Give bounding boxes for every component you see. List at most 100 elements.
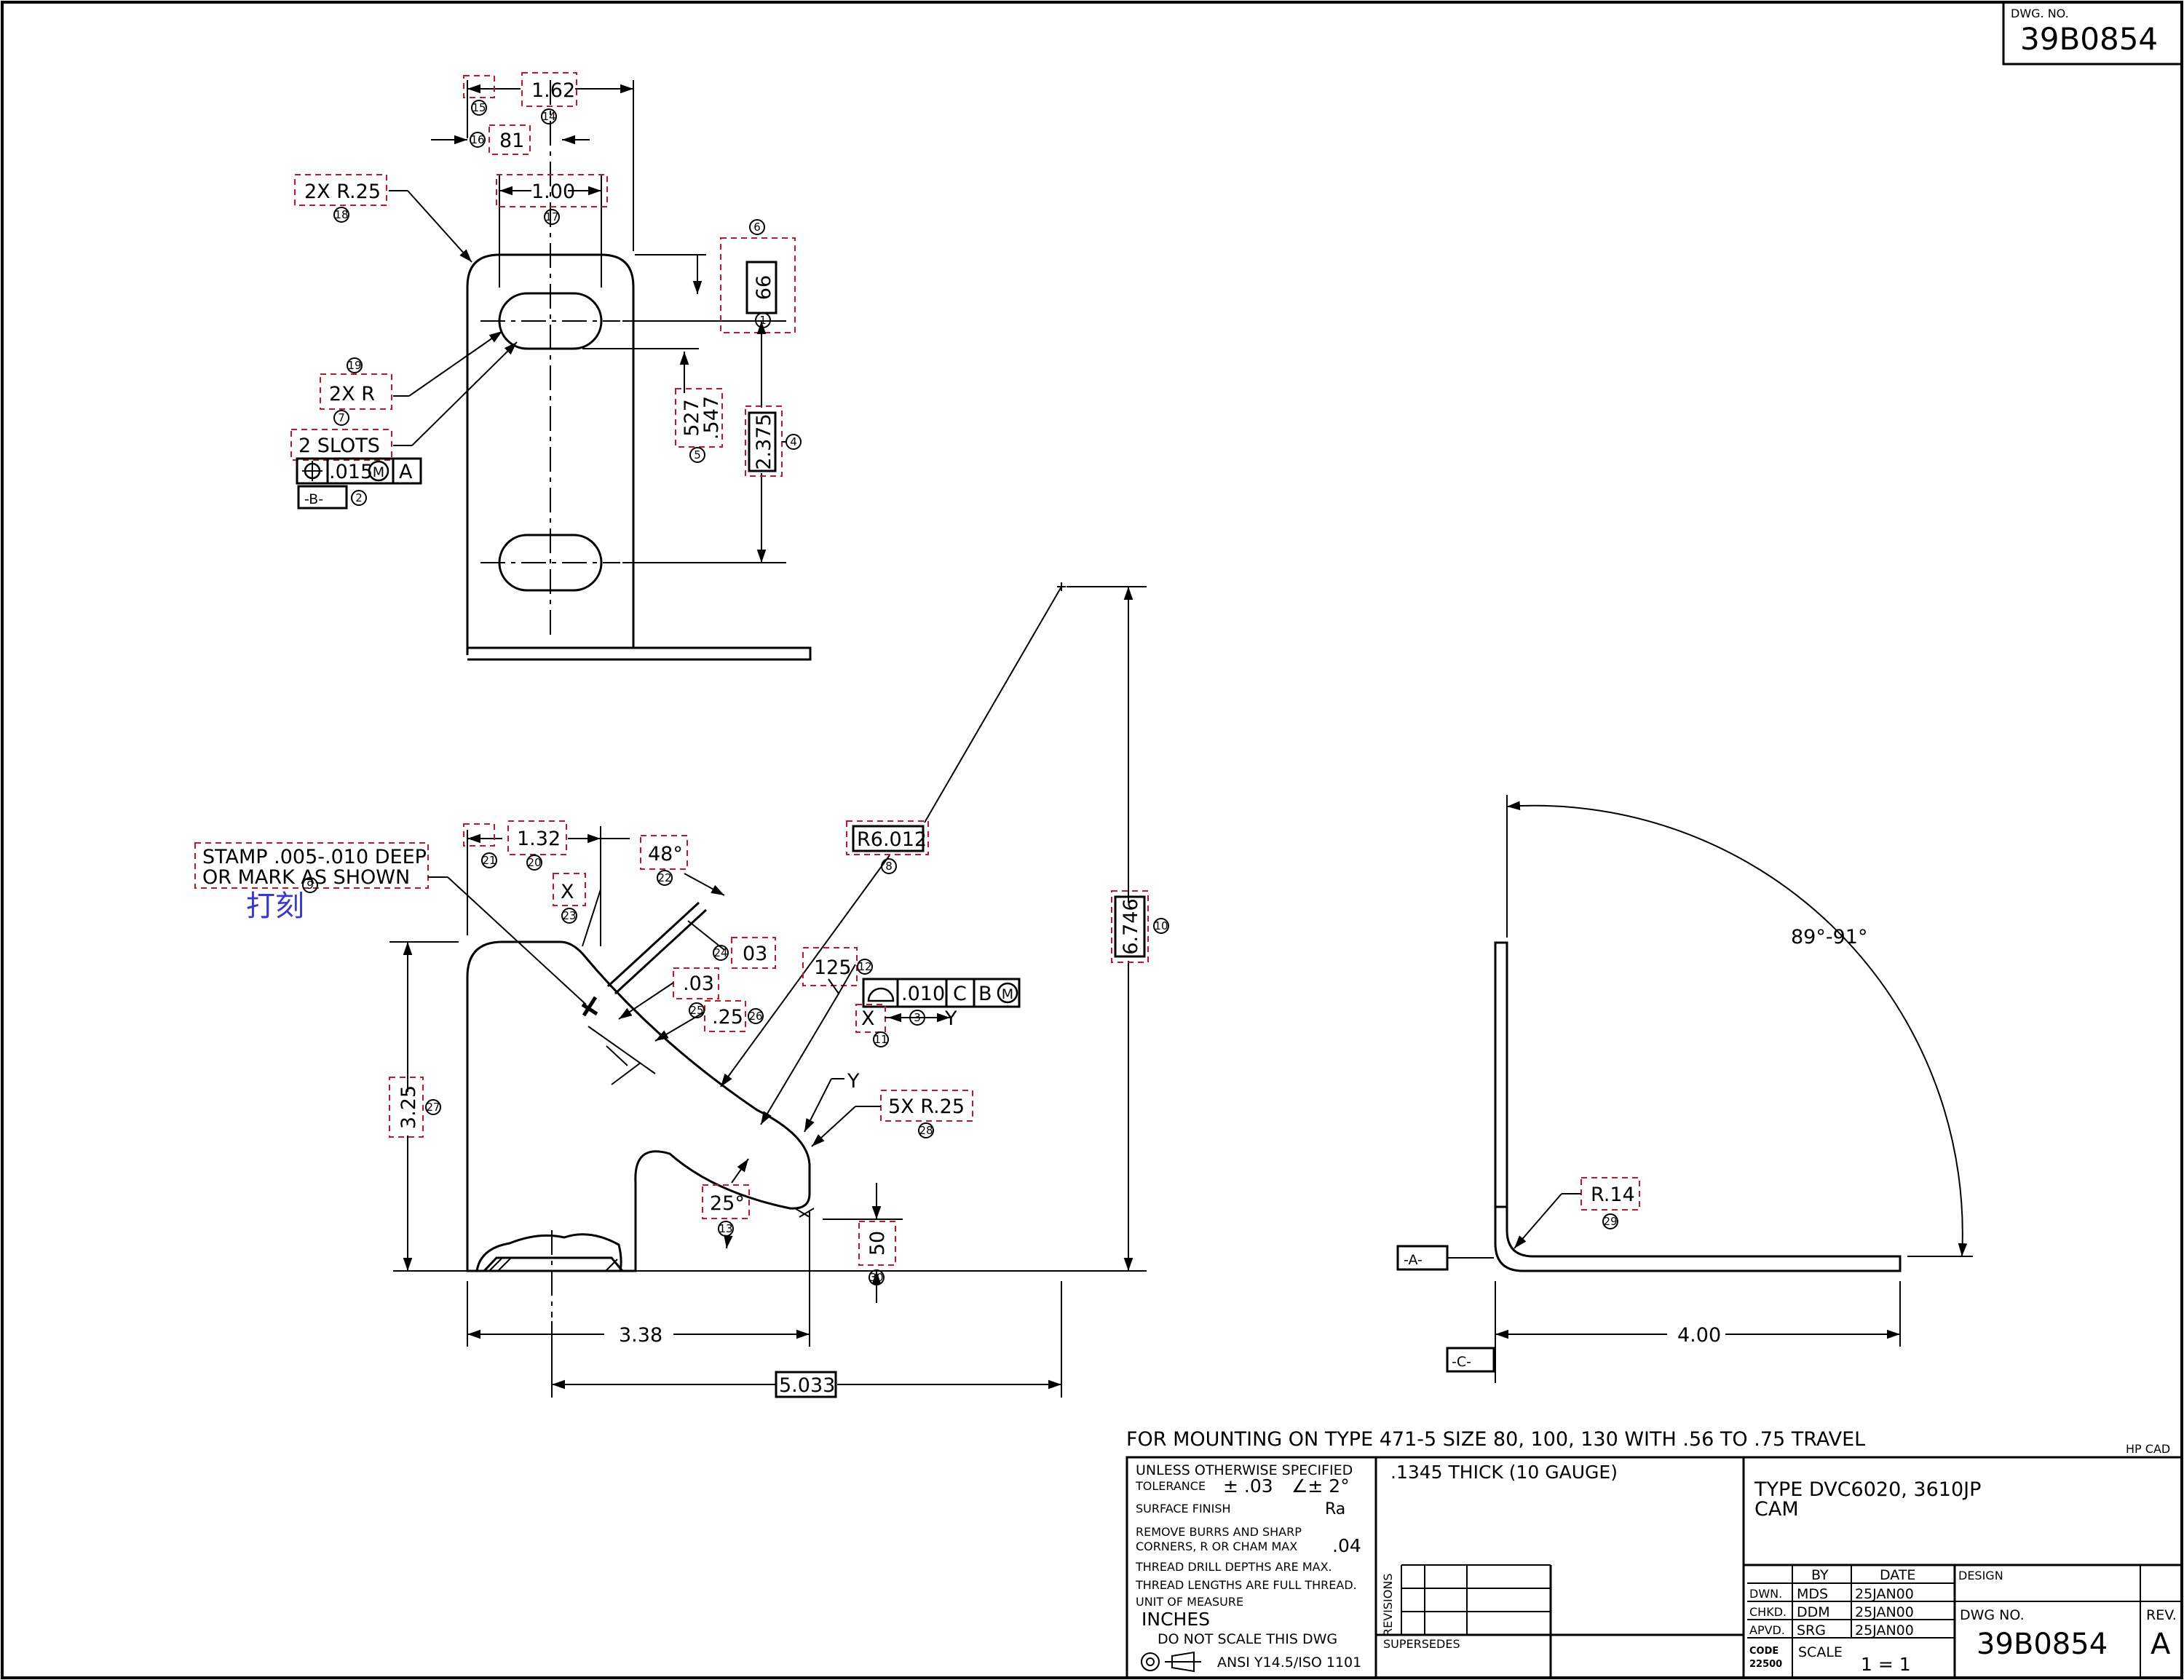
angle-48: 48° bbox=[648, 843, 683, 865]
datum-c: -C- bbox=[1452, 1354, 1471, 1370]
part-title-2: CAM bbox=[1754, 1498, 1799, 1521]
label-x-top: X bbox=[561, 881, 574, 903]
datum-b: -B- bbox=[304, 491, 323, 507]
cam-outline bbox=[466, 940, 811, 1272]
svg-text:26: 26 bbox=[748, 1010, 762, 1023]
svg-text:1: 1 bbox=[759, 314, 767, 327]
label-x: X bbox=[861, 1007, 875, 1030]
svg-text:TOLERANCE: TOLERANCE bbox=[1135, 1479, 1206, 1493]
svg-text:17: 17 bbox=[545, 210, 558, 223]
svg-text:10: 10 bbox=[1154, 919, 1168, 932]
dim-4-00: 4.00 bbox=[1677, 1324, 1721, 1347]
svg-text:25JAN00: 25JAN00 bbox=[1855, 1622, 1914, 1639]
svg-text:4: 4 bbox=[790, 435, 797, 448]
svg-text:5: 5 bbox=[694, 448, 701, 461]
svg-text:ANSI Y14.5/ISO 1101: ANSI Y14.5/ISO 1101 bbox=[1217, 1655, 1361, 1671]
dwg-box-label: DWG. NO. bbox=[2011, 7, 2069, 20]
svg-text:± .03: ± .03 bbox=[1223, 1475, 1273, 1497]
corner-radius-label: 2X R.25 bbox=[304, 181, 381, 203]
svg-text:MDS: MDS bbox=[1797, 1586, 1828, 1602]
stamp-note-line1: STAMP .005-.010 DEEP bbox=[202, 846, 427, 868]
svg-text:23: 23 bbox=[562, 909, 576, 922]
dim-03-right: 03 bbox=[743, 943, 767, 965]
dim-3-38: 3.38 bbox=[619, 1324, 662, 1347]
svg-text:REMOVE BURRS AND SHARP: REMOVE BURRS AND SHARP bbox=[1136, 1525, 1302, 1539]
svg-text:13: 13 bbox=[719, 1222, 732, 1235]
svg-text:18: 18 bbox=[334, 208, 348, 221]
svg-text:22500: 22500 bbox=[1749, 1659, 1782, 1670]
dim-66: 66 bbox=[753, 275, 775, 300]
profile-datum-b: B bbox=[978, 983, 992, 1005]
position-modifier: M bbox=[373, 464, 384, 480]
svg-text:CHKD.: CHKD. bbox=[1749, 1605, 1787, 1619]
hp-cad-label: HP CAD bbox=[2126, 1442, 2170, 1456]
svg-text:3: 3 bbox=[914, 1011, 921, 1024]
svg-text:DDM: DDM bbox=[1797, 1604, 1830, 1620]
profile-surface-icon bbox=[867, 987, 895, 1002]
svg-text:11: 11 bbox=[874, 1033, 887, 1046]
svg-text:9: 9 bbox=[306, 879, 314, 892]
dim-547: .547 bbox=[700, 396, 723, 440]
balloon-29: 29 bbox=[1603, 1215, 1617, 1228]
svg-text:30: 30 bbox=[869, 1271, 883, 1284]
svg-text:22: 22 bbox=[657, 871, 671, 884]
radius-5x-25: 5X R.25 bbox=[888, 1095, 965, 1118]
svg-text:25: 25 bbox=[689, 1004, 703, 1017]
svg-text:CODE: CODE bbox=[1749, 1646, 1779, 1657]
side-view: 89°-91° R.14 -A- 4.00 -C- 29 bbox=[1396, 795, 1973, 1383]
slots-label: 2 SLOTS bbox=[298, 435, 380, 457]
svg-text:12: 12 bbox=[858, 960, 871, 973]
revisions-label: REVISIONS bbox=[1381, 1574, 1395, 1636]
profile-tolerance: .010 bbox=[901, 983, 945, 1005]
svg-text:25JAN00: 25JAN00 bbox=[1855, 1604, 1914, 1620]
svg-text:CORNERS, R OR CHAM MAX: CORNERS, R OR CHAM MAX bbox=[1136, 1540, 1297, 1553]
svg-text:16: 16 bbox=[470, 133, 484, 146]
svg-text:UNIT OF MEASURE: UNIT OF MEASURE bbox=[1136, 1595, 1243, 1609]
profile-datum-c: C bbox=[953, 983, 967, 1005]
svg-text:SRG: SRG bbox=[1797, 1622, 1826, 1639]
dim-527: 527 bbox=[681, 399, 703, 437]
dim-1-62: 1.62 bbox=[531, 79, 575, 102]
svg-text:.04: .04 bbox=[1332, 1535, 1361, 1556]
svg-text:THREAD DRILL DEPTHS ARE MAX.: THREAD DRILL DEPTHS ARE MAX. bbox=[1135, 1560, 1332, 1574]
datum-a: -A- bbox=[1404, 1252, 1423, 1268]
front-view-balloons: 21 20 9 22 23 24 25 26 8 10 12 3 11 28 1… bbox=[302, 852, 1169, 1285]
svg-text:1 = 1: 1 = 1 bbox=[1861, 1654, 1911, 1675]
angle-25: 25° bbox=[710, 1192, 745, 1215]
radius-14: R.14 bbox=[1591, 1184, 1635, 1206]
dim-1-00: 1.00 bbox=[531, 181, 575, 203]
dim-2-375: 2.375 bbox=[753, 413, 775, 469]
svg-text:25JAN00: 25JAN00 bbox=[1855, 1586, 1914, 1602]
dim-25: .25 bbox=[712, 1006, 743, 1029]
svg-text:8: 8 bbox=[885, 860, 893, 873]
svg-text:DATE: DATE bbox=[1880, 1567, 1915, 1583]
svg-text:20: 20 bbox=[527, 856, 541, 869]
svg-text:APVD.: APVD. bbox=[1749, 1623, 1785, 1637]
position-datum: A bbox=[399, 461, 413, 483]
svg-text:REV.: REV. bbox=[2146, 1607, 2177, 1623]
svg-text:DESIGN: DESIGN bbox=[1958, 1569, 2003, 1582]
svg-text:SCALE: SCALE bbox=[1798, 1644, 1843, 1660]
angle-89-91: 89°-91° bbox=[1791, 926, 1867, 948]
svg-text:19: 19 bbox=[347, 359, 361, 372]
side-view-outline bbox=[1494, 941, 1902, 1272]
svg-text:INCHES: INCHES bbox=[1142, 1609, 1210, 1630]
svg-text:DO NOT SCALE THIS DWG: DO NOT SCALE THIS DWG bbox=[1158, 1631, 1337, 1647]
svg-text:BY: BY bbox=[1811, 1567, 1829, 1583]
radius-6-012: R6.012 bbox=[857, 828, 927, 851]
front-view: 1.32 STAMP .005-.010 DEEP OR MARK AS SHO… bbox=[194, 582, 1169, 1398]
svg-text:UNLESS OTHERWISE SPECIFIED: UNLESS OTHERWISE SPECIFIED bbox=[1136, 1462, 1353, 1478]
title-block: FOR MOUNTING ON TYPE 471-5 SIZE 80, 100,… bbox=[1125, 1428, 2181, 1677]
top-view: 1.62 81 1.00 2X R.25 2X R 2 SLOTS bbox=[290, 72, 812, 661]
svg-text:21: 21 bbox=[482, 854, 496, 867]
thickness-note: .1345 THICK (10 GAUGE) bbox=[1390, 1462, 1618, 1483]
dwg-box-number: 39B0854 bbox=[2020, 21, 2158, 57]
part-title-1: TYPE DVC6020, 3610JP bbox=[1754, 1478, 1981, 1501]
svg-text:∠± 2°: ∠± 2° bbox=[1291, 1475, 1350, 1497]
dim-1-32: 1.32 bbox=[517, 828, 561, 850]
title-block-dwg-no: 39B0854 bbox=[1977, 1628, 2108, 1661]
label-y-lower: Y bbox=[847, 1070, 860, 1093]
dim-50: 50 bbox=[866, 1231, 889, 1256]
top-view-balloons: 15 14 16 17 18 6 1 19 7 2 5 4 bbox=[333, 100, 802, 506]
